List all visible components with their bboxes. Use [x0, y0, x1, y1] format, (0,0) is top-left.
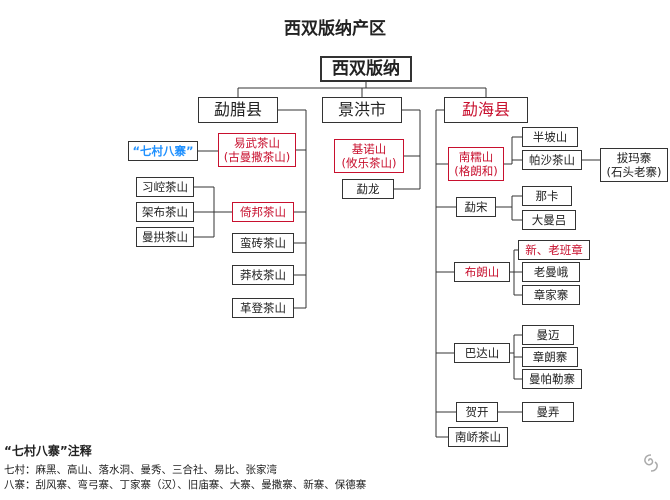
node-hekai: 贺开	[456, 402, 498, 422]
node-yiwu: 易武茶山 (古曼撒茶山)	[218, 133, 296, 167]
node-bada: 巴达山	[454, 343, 510, 363]
node-root: 西双版纳	[320, 56, 412, 82]
node-nanqiao: 南峤茶山	[448, 427, 508, 447]
node-manpale: 曼帕勒寨	[522, 369, 582, 389]
node-yibang: 倚邦茶山	[232, 202, 294, 222]
node-bulang: 布朗山	[454, 262, 510, 282]
legend-heading: “七村八寨”注释	[4, 444, 92, 458]
node-pasha: 帕沙茶山	[522, 150, 582, 170]
node-gedeng: 革登茶山	[232, 298, 294, 318]
node-mangong: 曼拱茶山	[136, 227, 194, 247]
node-laomane: 老曼峨	[522, 262, 580, 282]
node-mangzhi: 莽枝茶山	[232, 265, 294, 285]
node-zhanglang: 章朗寨	[522, 347, 578, 367]
node-manmai: 曼迈	[522, 325, 574, 345]
node-qicunbazhai: “七村八寨”	[128, 141, 198, 161]
node-manzhuan: 蛮砖茶山	[232, 233, 294, 253]
node-jinghongshi: 景洪市	[322, 97, 402, 123]
node-mannong: 曼弄	[522, 402, 574, 422]
node-naka: 那卡	[522, 186, 572, 206]
node-zhangjia: 章家寨	[522, 285, 580, 305]
node-jiabu: 架布茶山	[136, 202, 194, 222]
node-mengsong: 勐宋	[456, 197, 496, 217]
diagram-title: 西双版纳产区	[284, 19, 386, 39]
legend-bazhai-line: 八寨：刮风寨、弯弓寨、丁家寨（汉）、旧庙寨、大寨、曼撒寨、新寨、保德寨	[4, 479, 367, 491]
node-menglaxian: 勐腊县	[198, 97, 278, 123]
node-banpo: 半坡山	[522, 127, 578, 147]
node-jinuo: 基诺山 (攸乐茶山)	[334, 139, 404, 173]
node-xiwo: 习崆茶山	[136, 177, 194, 197]
node-bama: 拔玛寨 (石头老寨)	[600, 148, 668, 182]
legend-qicun-line: 七村：麻黑、高山、落水洞、曼秀、三合社、易比、张家湾	[4, 464, 277, 476]
node-menghaixian: 勐海县	[444, 97, 528, 123]
node-menglong: 勐龙	[342, 179, 394, 199]
node-nannuo: 南糯山 (格朗和)	[448, 147, 504, 181]
node-damanlv: 大曼吕	[522, 210, 576, 230]
node-xinlao: 新、老班章	[518, 240, 590, 260]
swirl-logo-icon	[640, 452, 662, 474]
